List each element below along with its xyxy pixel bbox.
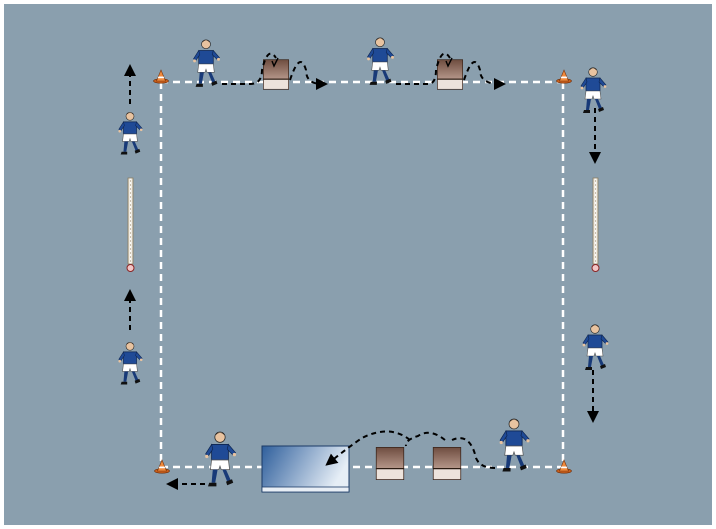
arrow-icon xyxy=(124,52,601,490)
hurdle-icon xyxy=(432,446,462,481)
mat-icon xyxy=(261,445,350,493)
hurdle-marker-icon xyxy=(271,57,453,68)
pole-icon xyxy=(126,177,135,272)
hurdle-icon xyxy=(262,58,290,91)
hurdle-icon xyxy=(436,58,464,91)
hurdle-icon xyxy=(375,446,405,481)
pole-icon xyxy=(591,177,600,272)
